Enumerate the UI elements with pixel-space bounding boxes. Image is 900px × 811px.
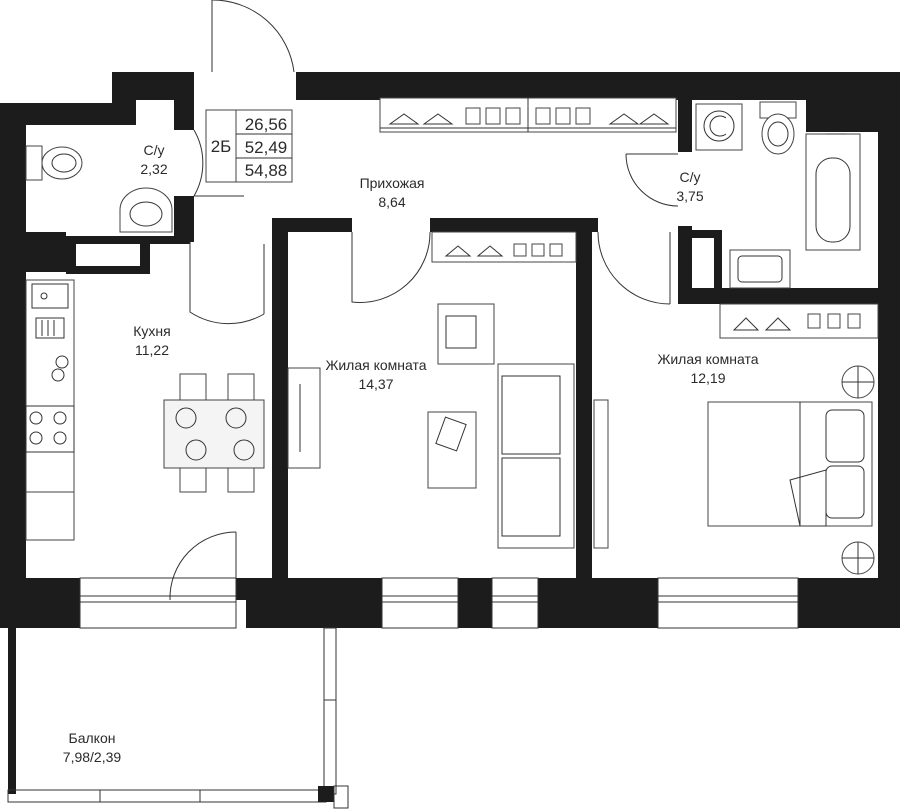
apartment-code: 2Б <box>211 137 232 156</box>
apartment-area-living: 26,56 <box>245 115 288 134</box>
room-name-living-2: Жилая комната <box>657 351 758 367</box>
room-labels: С/у 2,32 Прихожая 8,64 С/у 3,75 Кухня 11… <box>63 142 759 765</box>
doors <box>169 0 679 601</box>
room-name-living-1: Жилая комната <box>325 357 426 373</box>
apartment-area-total: 52,49 <box>245 138 288 157</box>
walls <box>0 72 900 628</box>
room-area-balcony: 7,98/2,39 <box>63 749 122 765</box>
windows <box>79 577 799 629</box>
apartment-badge: 2Б 26,56 52,49 54,88 <box>205 109 293 183</box>
room-area-living-1: 14,37 <box>358 376 393 392</box>
apartment-area-with-balcony: 54,88 <box>245 161 288 180</box>
room-area-kitchen: 11,22 <box>135 342 169 358</box>
balcony-outline <box>7 627 349 809</box>
room-area-living-2: 12,19 <box>690 370 725 386</box>
room-name-hallway: Прихожая <box>360 175 425 191</box>
room-name-kitchen: Кухня <box>133 323 170 339</box>
room-name-bath-right: С/у <box>680 169 701 185</box>
room-name-balcony: Балкон <box>69 730 116 746</box>
room-area-bath-left: 2,32 <box>140 161 167 177</box>
room-area-bath-right: 3,75 <box>676 188 703 204</box>
furniture <box>25 97 879 575</box>
room-name-bath-left: С/у <box>144 142 165 158</box>
room-area-hallway: 8,64 <box>378 194 405 210</box>
